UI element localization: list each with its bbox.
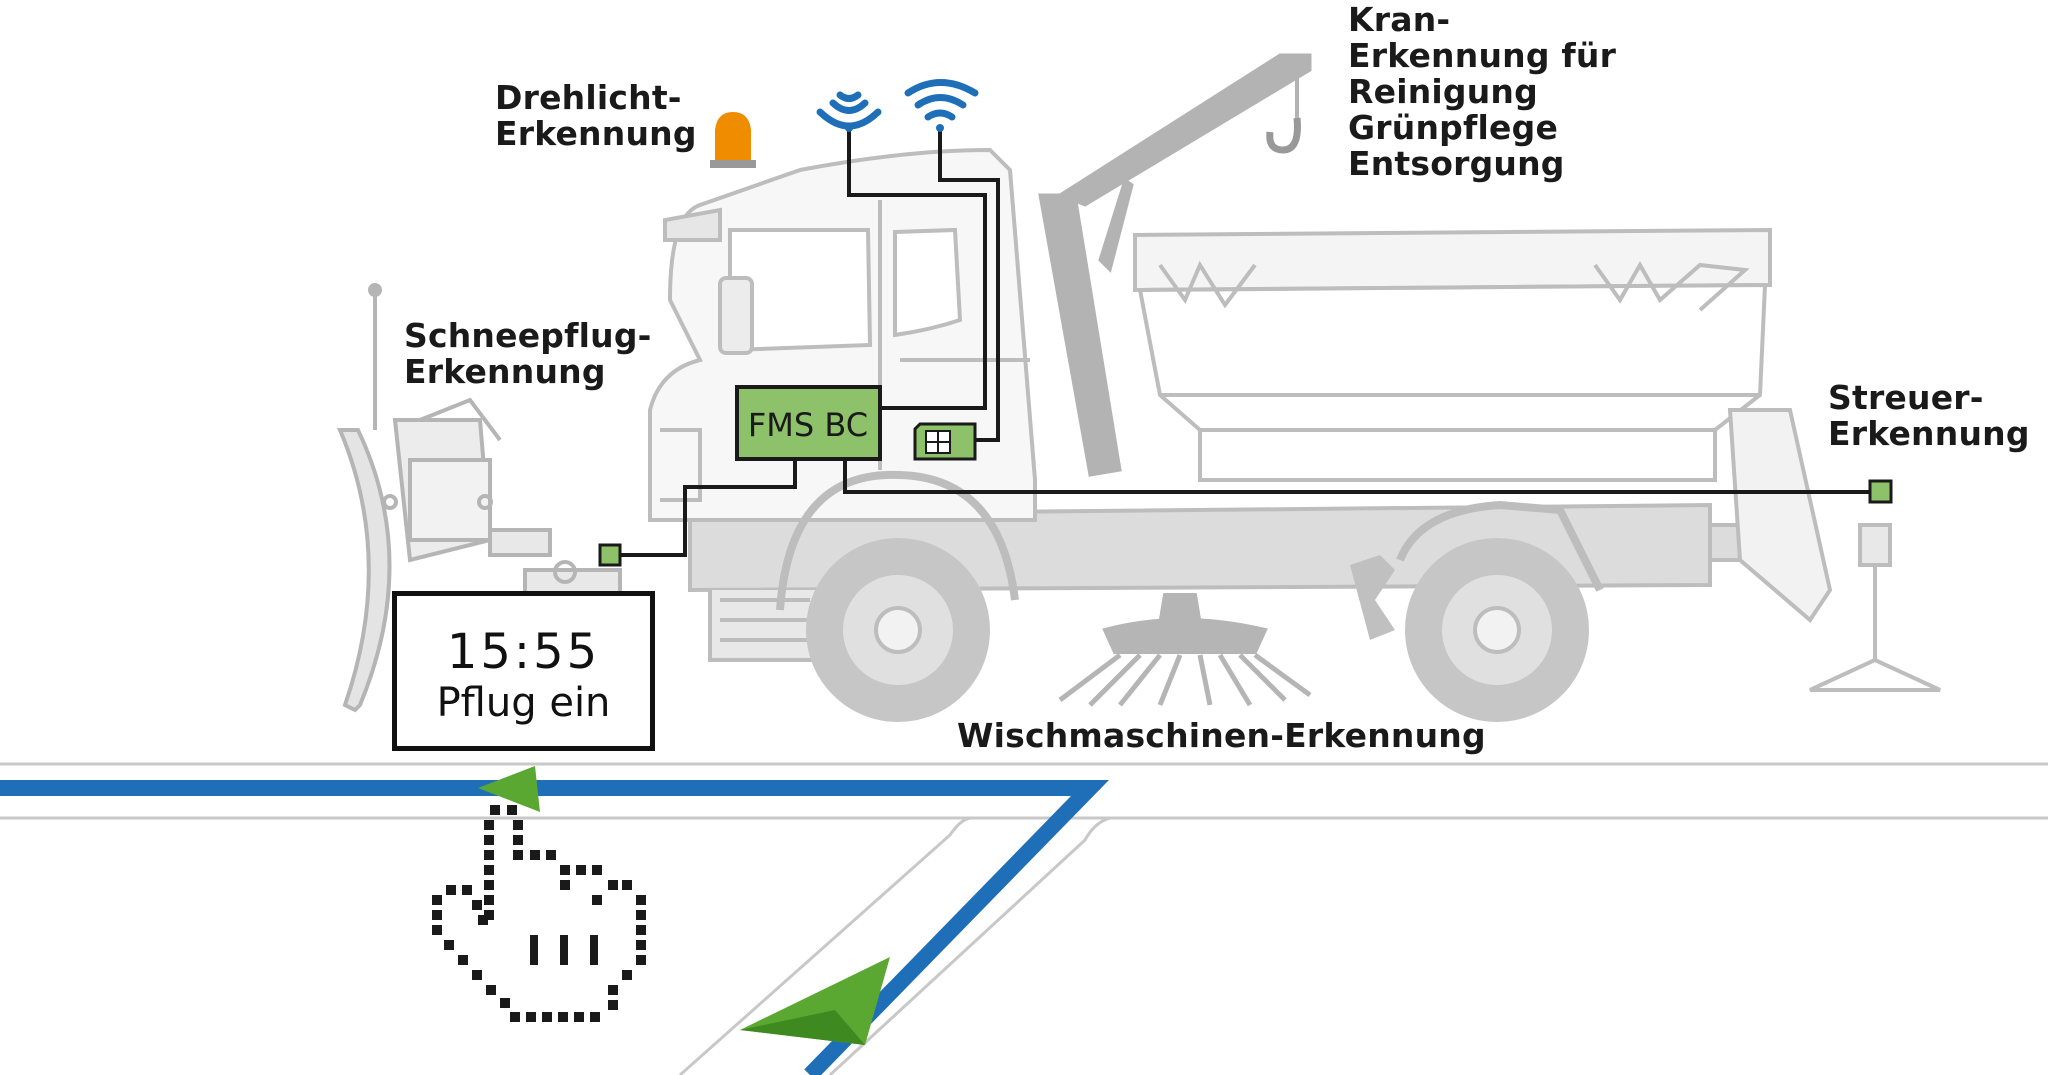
front-wheel bbox=[776, 470, 1019, 722]
plow-sensor bbox=[598, 543, 622, 567]
label-wischmaschinen: Wischmaschinen-Erkennung bbox=[957, 716, 1486, 755]
navigation-arrow-icon bbox=[478, 766, 540, 812]
display-status: Pflug ein bbox=[436, 680, 611, 726]
label-streuer: Streuer- Erkennung bbox=[1828, 378, 2030, 453]
sweeper-brush bbox=[1058, 593, 1312, 707]
crane-hook-icon bbox=[1266, 117, 1301, 154]
rotating-beacon-icon bbox=[710, 112, 756, 168]
spreader-body bbox=[1133, 227, 1941, 692]
fms-unit-label: FMS BC bbox=[748, 406, 868, 444]
mudguard-bracket bbox=[1350, 555, 1395, 640]
rear-wheel bbox=[1396, 500, 1604, 722]
hand-pointer-icon bbox=[432, 805, 646, 1022]
spreader-sensor bbox=[1868, 479, 1893, 504]
wifi-signal-icon bbox=[816, 91, 882, 132]
label-kran: Kran- Erkennung für Reinigung Grünpflege… bbox=[1348, 0, 1617, 183]
crane bbox=[1038, 53, 1312, 477]
label-schneepflug: Schneepflug- Erkennung bbox=[404, 316, 652, 391]
truck-cab bbox=[648, 147, 1037, 522]
sim-card-icon bbox=[913, 422, 977, 461]
label-drehlicht: Drehlicht- Erkennung bbox=[495, 78, 697, 153]
wiring bbox=[620, 130, 1880, 557]
display-time: 15:55 bbox=[446, 624, 601, 680]
fms-unit: FMS BC bbox=[735, 385, 882, 461]
snow-plow bbox=[336, 283, 622, 713]
status-display: 15:55 Pflug ein bbox=[392, 591, 655, 751]
road bbox=[0, 762, 2048, 1075]
wifi-signal-icon bbox=[904, 79, 979, 132]
